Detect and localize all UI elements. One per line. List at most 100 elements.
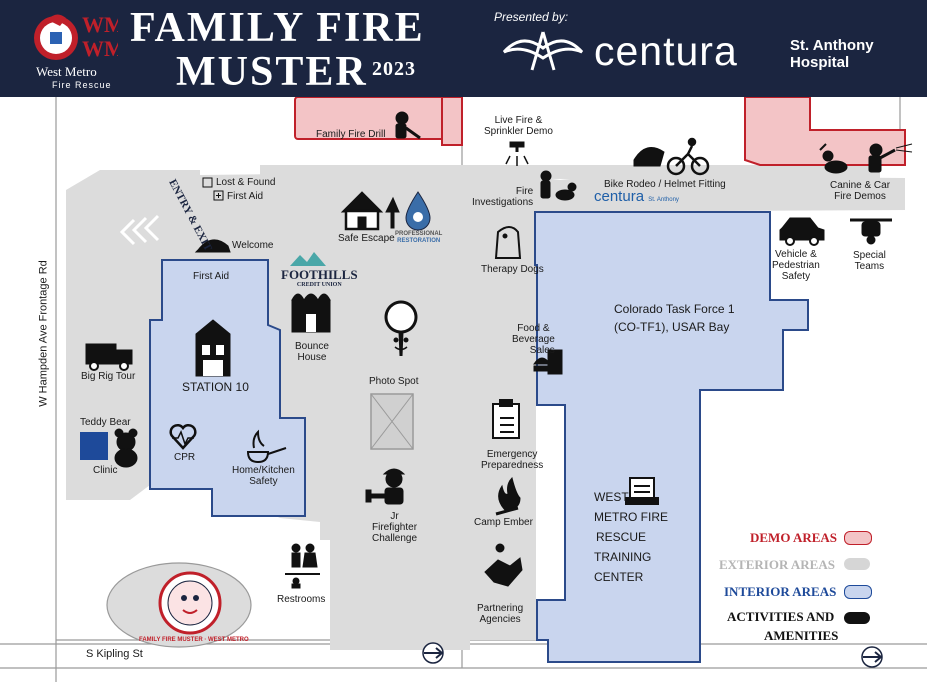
label-canine-car: Canine & Car Fire Demos: [830, 180, 890, 202]
label-photo-spot: Photo Spot: [369, 376, 419, 387]
muster-logo-text: FAMILY FIRE MUSTER · WEST METRO: [139, 637, 249, 643]
label-special-teams: Special Teams: [853, 250, 886, 272]
sponsor-name: centura: [594, 28, 738, 74]
presented-by-label: Presented by:: [494, 10, 569, 24]
legend-demo-swatch: [844, 531, 872, 545]
house-tree-icon: [340, 191, 400, 231]
muster-logo-smile: [182, 609, 198, 614]
label-line: CENTER: [594, 570, 644, 584]
label-line: Investigations: [472, 197, 534, 208]
sponsor-location-line: St. Anthony: [790, 37, 874, 54]
label-bounce-house: Bounce House: [295, 341, 329, 363]
legend-activities-swatch: [844, 612, 870, 624]
fire-truck-icon: [85, 343, 133, 371]
exterior-main: [66, 170, 905, 650]
label-line: (CO-TF1), USAR Bay: [614, 320, 730, 334]
sprinkler-icon: [505, 141, 529, 166]
label-line: Canine & Car: [830, 180, 891, 191]
label-line: Safety: [249, 476, 278, 487]
bounce-house-icon: [291, 293, 331, 333]
clipboard-icon: [492, 399, 520, 439]
legend-demo: DEMO AREAS: [750, 530, 838, 545]
label-line: CREDIT UNION: [296, 282, 342, 288]
first-aid-small-icon: [213, 190, 224, 201]
title-year: 2023: [372, 58, 416, 80]
label-welcome: Welcome: [232, 240, 274, 251]
org-subtitle: Fire Rescue: [52, 80, 112, 90]
cpr-heart-icon: [169, 423, 197, 450]
label-line: Fire: [515, 186, 534, 197]
handshake-icon: [484, 543, 523, 587]
legend-activities-line2: AMENITIES: [764, 628, 839, 643]
photo-spot-frame: [370, 393, 414, 450]
label-fire-investigations: Fire Investigations: [472, 186, 533, 208]
label-line: Sales: [529, 345, 555, 356]
car-icon: [779, 217, 825, 246]
centura-small-logo: centura St. Anthony: [594, 189, 679, 206]
label-line: Jr: [390, 511, 399, 522]
label-line: Fire Demos: [834, 191, 886, 202]
label-task-force: Colorado Task Force 1 (CO-TF1), USAR Bay: [614, 300, 735, 336]
therapy-dog-icon: [494, 226, 522, 259]
wm-logo-letters-2: WM: [82, 36, 118, 61]
label-station-10: STATION 10: [182, 380, 249, 394]
canine-icon: [819, 143, 848, 174]
label-line: Colorado Task Force 1: [614, 302, 735, 316]
north-arrow-icon: [861, 646, 883, 668]
header-banner: WM WM West Metro Fire Rescue FAMILY FIRE…: [0, 0, 927, 97]
title-line-1: FAMILY FIRE: [130, 5, 425, 51]
restoration-drop-icon: [405, 191, 431, 231]
label-line: Pedestrian: [772, 260, 820, 271]
label-line: Food &: [517, 323, 550, 334]
firefighter-hose-icon: [395, 111, 421, 140]
label-vehicle-safety: Vehicle & Pedestrian Safety: [772, 249, 820, 282]
interior-training-center: [534, 211, 809, 663]
label-line: Teams: [854, 261, 885, 272]
label-line: Bounce: [295, 341, 329, 352]
label-big-rig: Big Rig Tour: [81, 371, 136, 382]
street-label-west: W Hampden Ave Frontage Rd: [37, 260, 50, 407]
label-line: PROFESSIONAL: [395, 231, 443, 237]
label-line: Live Fire &: [494, 115, 543, 126]
label-line: House: [297, 352, 327, 363]
firefighter-spray-icon: [868, 143, 913, 173]
label-first-aid-top: First Aid: [227, 191, 264, 202]
label-live-fire: Live Fire & Sprinkler Demo: [484, 115, 553, 137]
label-therapy-dogs: Therapy Dogs: [481, 264, 544, 275]
label-clinic: Clinic: [93, 465, 118, 476]
label-line: RESTORATION: [397, 238, 441, 244]
label-line: Sprinkler Demo: [484, 126, 553, 137]
label-line: Safety: [781, 271, 811, 282]
jr-firefighter-icon: [365, 468, 406, 505]
sponsor-location: St. Anthony Hospital: [790, 37, 874, 71]
label-restrooms: Restrooms: [277, 594, 326, 605]
entry-chevrons-icon: [119, 214, 160, 246]
label-line: TRAINING: [594, 550, 652, 564]
muster-logo-eye: [181, 595, 187, 601]
demo-area-canine: [744, 96, 906, 166]
clinic-logo-icon: [80, 432, 108, 460]
label-line: FOOTHILLS: [281, 267, 358, 282]
label-line: Beverage: [512, 334, 555, 345]
label-line: Challenge: [372, 533, 418, 544]
sponsor-location-line: Hospital: [790, 54, 850, 71]
street-label-south: S Kipling St: [86, 648, 143, 660]
legend-exterior-swatch: [844, 558, 870, 570]
drone-icon: [850, 218, 892, 245]
welcome-helmet-icon: [194, 239, 231, 253]
label-cpr: CPR: [174, 452, 196, 463]
label-line: Agencies: [479, 614, 521, 625]
restroom-icon: [285, 543, 320, 589]
photo-spot-pin-icon: [384, 300, 418, 357]
centura-logo-icon: [502, 31, 584, 71]
label-training-center: WEST METRO FIRE RESCUE TRAINING CENTER: [594, 487, 668, 587]
muster-logo-eye: [193, 595, 199, 601]
helmet-icon: [633, 147, 665, 167]
label-line: METRO FIRE: [594, 510, 668, 524]
title-line-2: MUSTER: [176, 49, 368, 95]
label-emergency-prep: Emergency Preparedness: [481, 449, 543, 471]
label-foothills: FOOTHILLS CREDIT UNION: [281, 268, 358, 289]
frying-pan-fire-icon: [246, 429, 287, 464]
